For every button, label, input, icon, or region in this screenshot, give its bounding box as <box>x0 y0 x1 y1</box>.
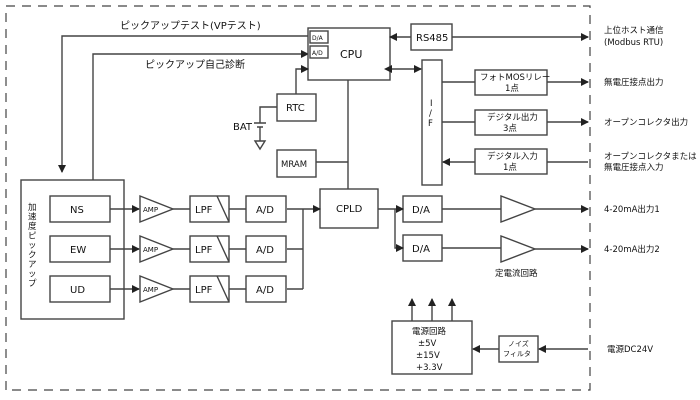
sensor-ew-label: EW <box>70 245 86 256</box>
channel-row-ew: EW AMP LPF A/D <box>49 234 287 264</box>
const-current-amp-2 <box>500 234 537 264</box>
ad-label: A/D <box>256 245 274 256</box>
open-collector-out-label: オープンコレクタ出力 <box>604 117 688 128</box>
lpf-label: LPF <box>195 245 213 256</box>
power-label-4: +3.3V <box>416 363 443 373</box>
cpu-label: CPU <box>340 48 362 61</box>
ad-ns-block <box>245 195 287 223</box>
amp-label: AMP <box>143 206 158 214</box>
cpu-ad-label: A/D <box>312 50 323 57</box>
ad-bus-line <box>287 209 304 290</box>
out-da-2-label: D/A <box>412 244 430 255</box>
amp-ew-icon <box>139 234 175 264</box>
photomos-label-1: フォトMOSリレー <box>480 73 550 83</box>
ad-ud-block <box>245 275 287 303</box>
rs485-block <box>410 23 453 51</box>
pickup-title-char: 速 <box>28 213 37 223</box>
digital-in-label-1: デジタル入力 <box>487 151 538 162</box>
lpf-slash <box>216 275 230 303</box>
digital-in-label-2: 1点 <box>503 163 517 173</box>
lpf-slash <box>216 195 230 223</box>
pickup-title-char: ッ <box>28 241 37 251</box>
pickup-title-char: プ <box>28 279 37 289</box>
mram-bus-line <box>316 80 349 189</box>
lpf-label: LPF <box>195 205 213 216</box>
bat-line <box>254 106 277 141</box>
mram-label: MRAM <box>281 160 307 170</box>
channel-row-ns: NS AMP LPF A/D <box>49 194 287 224</box>
pickup-title-char: ピ <box>28 232 37 242</box>
noise-filter-label-2: フィルタ <box>503 349 531 358</box>
rtc-cpu-line <box>295 65 309 94</box>
dry-contact-out-label: 無電圧接点出力 <box>604 77 664 88</box>
pickup-selfdiag-label: ピックアップ自己診断 <box>145 58 245 71</box>
oc-in-label-1: オープンコレクタまたは <box>604 152 697 162</box>
power-label-3: ±15V <box>416 351 440 361</box>
oc-in-label-2: 無電圧接点入力 <box>604 162 664 173</box>
cpld-da2-line <box>394 209 404 252</box>
if-label-3: F <box>428 119 433 129</box>
sensor-ns-label: NS <box>70 205 84 216</box>
cpu-ad-block <box>309 45 329 59</box>
sensor-ns-block <box>49 195 111 223</box>
digital-out-label-2: 3点 <box>503 124 517 134</box>
channel-row-ud: UD AMP LPF A/D <box>49 274 287 304</box>
out1-label: 4-20mA出力1 <box>604 204 660 215</box>
pickup-test-label: ピックアップテスト(VPテスト) <box>120 20 261 32</box>
cpld-block <box>319 188 379 229</box>
rtc-label: RTC <box>286 103 305 114</box>
amp-label: AMP <box>143 246 158 254</box>
power-label-2: ±5V <box>418 339 437 349</box>
rs485-label: RS485 <box>416 33 448 44</box>
photomos-label-2: 1点 <box>505 84 519 94</box>
pickup-test-line <box>58 35 308 173</box>
pickup-title-char: 加 <box>28 202 37 213</box>
host-comm-label-2: (Modbus RTU) <box>604 38 663 48</box>
bat-label: BAT <box>233 122 253 133</box>
power-label-1: 電源回路 <box>412 326 447 337</box>
pickup-title-char: ア <box>28 260 37 270</box>
ad-label: A/D <box>256 205 274 216</box>
photomos-block <box>474 69 548 96</box>
ad-ew-block <box>245 235 287 263</box>
out-da-2-block <box>402 234 443 262</box>
rtc-block <box>276 93 317 122</box>
pickup-title-char: ク <box>28 251 37 261</box>
cpld-label: CPLD <box>336 204 363 215</box>
enclosure-border <box>5 5 591 391</box>
mram-block <box>276 149 317 178</box>
cpu-da-label: D/A <box>312 35 324 42</box>
pickup-selfdiag-line <box>92 50 309 180</box>
amp-ud-icon <box>139 274 175 304</box>
const-current-label: 定電流回路 <box>495 268 538 279</box>
host-comm-label-1: 上位ホスト通信 <box>604 25 664 36</box>
pickup-title-char: 度 <box>28 221 37 232</box>
if-label-1: I <box>430 99 433 109</box>
ad-label: A/D <box>256 285 274 296</box>
cpu-da-block <box>309 30 329 44</box>
out2-label: 4-20mA出力2 <box>604 244 660 255</box>
digital-out-label-1: デジタル出力 <box>487 112 538 123</box>
amp-ns-icon <box>139 194 175 224</box>
ground-icon <box>253 140 267 151</box>
out-da-1-label: D/A <box>412 205 430 216</box>
power-in-label: 電源DC24V <box>607 345 653 355</box>
amp-label: AMP <box>143 286 158 294</box>
lpf-slash <box>216 235 230 263</box>
const-current-amp-1 <box>500 194 537 224</box>
sensor-ud-label: UD <box>70 285 85 296</box>
out-da-1-block <box>402 195 443 223</box>
if-label-2: / <box>429 109 432 119</box>
pickup-title-char: ッ <box>28 270 37 280</box>
noise-filter-label-1: ノイズ <box>508 339 529 348</box>
sensor-ud-block <box>49 275 111 303</box>
lpf-label: LPF <box>195 285 213 296</box>
